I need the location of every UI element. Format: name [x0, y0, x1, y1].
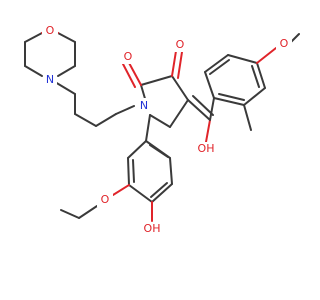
atom-labels: O N N O O OH O O OH	[42, 24, 292, 236]
carbonyl-oxygen-2-label: O	[124, 50, 133, 63]
carbonyl-oxygen-3-label: O	[176, 38, 185, 51]
enol-group	[187, 95, 215, 143]
hydroxy-ethoxyphenyl-ring	[60, 114, 173, 222]
morpholine-oxygen-label: O	[46, 24, 55, 37]
pyrrolone-ring	[140, 75, 189, 128]
propyl-chain	[54, 81, 135, 127]
enol-hydroxyl-label: OH	[198, 142, 215, 155]
phenol-hydroxyl-label: OH	[144, 222, 161, 235]
morpholine-nitrogen-label: N	[46, 73, 54, 86]
methoxy-oxygen-label: O	[280, 37, 289, 50]
pyrrolone-nitrogen-label: N	[140, 99, 148, 112]
molecule-canvas: O N N O O OH O O OH	[24, 24, 300, 236]
methoxy-methylphenyl-ring	[204, 33, 300, 131]
structure-diagram: O N N O O OH O O OH	[24, 24, 300, 236]
morpholine-ring	[24, 30, 76, 77]
carbonyl-groups	[122, 50, 183, 88]
ethoxy-oxygen-label: O	[101, 193, 110, 206]
